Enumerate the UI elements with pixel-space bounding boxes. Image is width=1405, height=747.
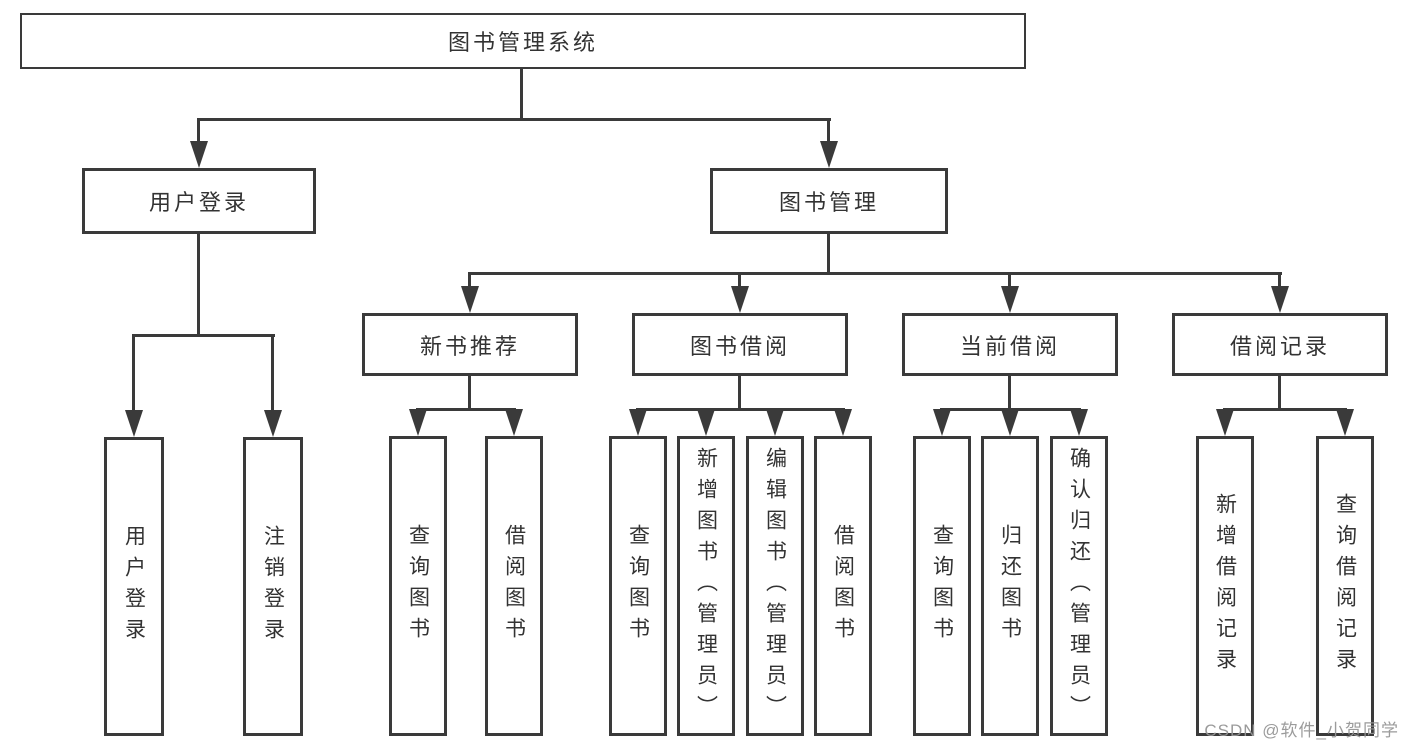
leaf-add-book: 新增图书（管理员）	[677, 436, 735, 736]
arrow-down-icon	[264, 410, 282, 437]
connector-borrow-records-stem	[1278, 376, 1281, 410]
arrow-down-icon	[766, 409, 784, 436]
leaf-query-record: 查询借阅记录	[1316, 436, 1374, 736]
connector-root-stem	[520, 69, 523, 120]
leaf-query-book-2-label: 查询图书	[626, 524, 650, 648]
node-new-book-rec-label: 新书推荐	[419, 333, 520, 359]
connector-book-mgmt-bus	[468, 272, 1282, 275]
node-user-login: 用户登录	[82, 168, 316, 234]
arrow-down-icon	[1001, 286, 1019, 313]
node-borrow-records: 借阅记录	[1172, 313, 1388, 376]
leaf-query-book-2: 查询图书	[609, 436, 667, 736]
leaf-return-book: 归还图书	[981, 436, 1039, 736]
node-current-borrow: 当前借阅	[902, 313, 1118, 376]
leaf-query-book-3: 查询图书	[913, 436, 971, 736]
arrow-down-icon	[933, 409, 951, 436]
node-new-book-rec: 新书推荐	[362, 313, 578, 376]
leaf-user-login-label: 用户登录	[122, 524, 146, 649]
leaf-edit-book-label: 编辑图书（管理员）	[763, 446, 787, 726]
arrow-down-icon	[834, 409, 852, 436]
connector-drop-book-borrow	[738, 272, 741, 290]
leaf-borrow-book-2: 借阅图书	[814, 436, 872, 736]
leaf-add-record-label: 新增借阅记录	[1213, 493, 1237, 679]
connector-drop-new-book-rec	[468, 272, 471, 290]
connector-book-mgmt-stem	[827, 234, 830, 274]
leaf-borrow-book-1: 借阅图书	[485, 436, 543, 736]
connector-new-book-rec-bus	[416, 408, 516, 411]
arrow-down-icon	[461, 286, 479, 313]
node-current-borrow-label: 当前借阅	[959, 333, 1060, 359]
arrow-down-icon	[125, 410, 143, 437]
arrow-down-icon	[731, 286, 749, 313]
node-book-mgmt-label: 图书管理	[778, 190, 879, 215]
arrow-down-icon	[1001, 409, 1019, 436]
node-book-mgmt: 图书管理	[710, 168, 948, 234]
connector-new-book-rec-stem	[468, 376, 471, 410]
connector-user-login-bus	[132, 334, 275, 337]
leaf-user-login: 用户登录	[104, 437, 164, 736]
arrow-down-icon	[1271, 286, 1289, 313]
arrow-down-icon	[1070, 409, 1088, 436]
connector-drop-user-login	[197, 118, 200, 145]
leaf-query-book-3-label: 查询图书	[930, 524, 954, 648]
csdn-watermark: CSDN @软件_小贺同学	[1204, 721, 1399, 740]
node-root: 图书管理系统	[20, 13, 1026, 69]
leaf-add-record: 新增借阅记录	[1196, 436, 1254, 736]
arrow-down-icon	[697, 409, 715, 436]
connector-drop-current-borrow	[1008, 272, 1011, 290]
leaf-borrow-book-2-label: 借阅图书	[831, 524, 855, 648]
node-book-borrow: 图书借阅	[632, 313, 848, 376]
connector-drop-leaf-login	[132, 334, 135, 412]
leaf-query-record-label: 查询借阅记录	[1333, 493, 1357, 679]
leaf-logout: 注销登录	[243, 437, 303, 736]
connector-drop-book-mgmt	[827, 118, 830, 145]
connector-current-borrow-stem	[1008, 376, 1011, 410]
arrow-down-icon	[820, 141, 838, 168]
arrow-down-icon	[1216, 409, 1234, 436]
arrow-down-icon	[409, 409, 427, 436]
leaf-add-book-label: 新增图书（管理员）	[694, 446, 718, 726]
arrow-down-icon	[629, 409, 647, 436]
leaf-borrow-book-1-label: 借阅图书	[502, 524, 526, 648]
node-borrow-records-label: 借阅记录	[1229, 333, 1330, 359]
leaf-confirm-return-label: 确认归还（管理员）	[1067, 446, 1091, 726]
leaf-query-book-1: 查询图书	[389, 436, 447, 736]
connector-borrow-records-bus	[1223, 408, 1347, 411]
connector-book-borrow-bus	[636, 408, 845, 411]
leaf-query-book-1-label: 查询图书	[406, 524, 430, 648]
connector-drop-leaf-logout	[271, 334, 274, 412]
leaf-edit-book: 编辑图书（管理员）	[746, 436, 804, 736]
arrow-down-icon	[1336, 409, 1354, 436]
connector-drop-borrow-records	[1278, 272, 1281, 290]
node-book-borrow-label: 图书借阅	[689, 333, 790, 359]
leaf-return-book-label: 归还图书	[998, 524, 1022, 648]
leaf-logout-label: 注销登录	[261, 524, 285, 649]
leaf-confirm-return: 确认归还（管理员）	[1050, 436, 1108, 736]
node-root-label: 图书管理系统	[447, 30, 598, 55]
arrow-down-icon	[505, 409, 523, 436]
node-user-login-label: 用户登录	[148, 190, 249, 215]
connector-user-login-stem	[197, 234, 200, 336]
connector-root-bus	[197, 118, 831, 121]
connector-book-borrow-stem	[738, 376, 741, 410]
arrow-down-icon	[190, 141, 208, 168]
